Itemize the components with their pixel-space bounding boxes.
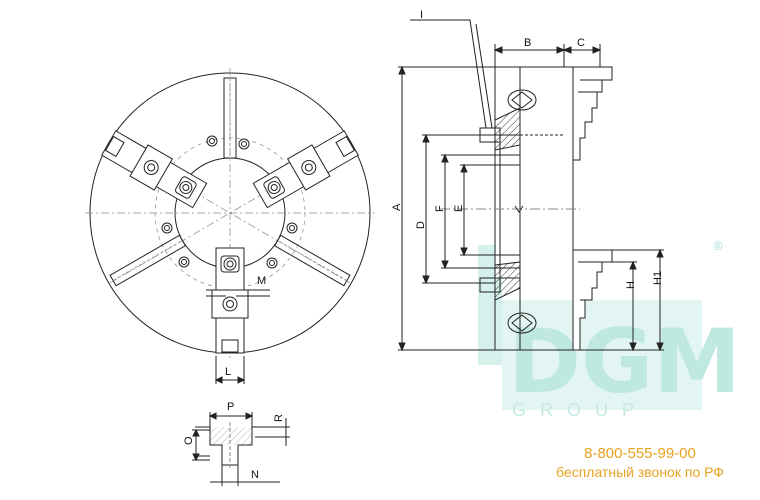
dim-label-p: P [227, 401, 234, 413]
registered-mark: ® [712, 239, 724, 253]
side-view [398, 19, 664, 352]
dimension-h [573, 248, 664, 352]
dimension-f [441, 153, 520, 270]
dim-label-e: E [453, 205, 465, 212]
dim-label-d: D [415, 221, 427, 229]
window-top [507, 89, 537, 111]
watermark-logo-text: DGM [508, 310, 741, 413]
jaw-top [572, 66, 613, 161]
contact-block: 8-800-555-99-00 бесплатный звонок по РФ [525, 444, 755, 481]
dim-label-l: L [225, 366, 231, 378]
dim-label-i: I [420, 9, 423, 21]
front-view [85, 68, 375, 384]
jaw [101, 130, 208, 209]
dim-label-m: M [257, 275, 266, 287]
dimension-e [460, 163, 520, 257]
dim-label-h1: H1 [652, 271, 664, 285]
bolt-bottom [479, 277, 501, 293]
jaws [101, 130, 359, 354]
dim-label-o: O [183, 436, 195, 445]
dimension-b-c [493, 44, 602, 67]
window-bottom [507, 312, 537, 334]
t-slot-detail [192, 412, 290, 486]
dimension-l [214, 356, 246, 384]
recess [494, 134, 521, 279]
dim-label-r: R [273, 414, 285, 422]
dim-label-h: H [625, 281, 637, 289]
dim-label-a: A [391, 203, 403, 211]
jaw [252, 130, 359, 209]
phone-number[interactable]: 8-800-555-99-00 [584, 445, 696, 462]
mounting-holes [161, 135, 298, 269]
watermark-sub-text: GROUP [512, 400, 648, 420]
dim-label-f: F [434, 205, 446, 212]
dimension-m [206, 289, 270, 297]
dim-label-c: C [577, 37, 585, 49]
free-call-note: бесплатный звонок по РФ [556, 464, 724, 480]
dim-label-b: B [524, 37, 531, 49]
dimension-d [422, 133, 495, 285]
dimension-i [410, 19, 493, 129]
dimension-a [398, 65, 495, 352]
watermark-logo: DGM GROUP ® [478, 239, 741, 420]
dim-label-n: N [251, 469, 259, 481]
jaw [211, 247, 249, 354]
